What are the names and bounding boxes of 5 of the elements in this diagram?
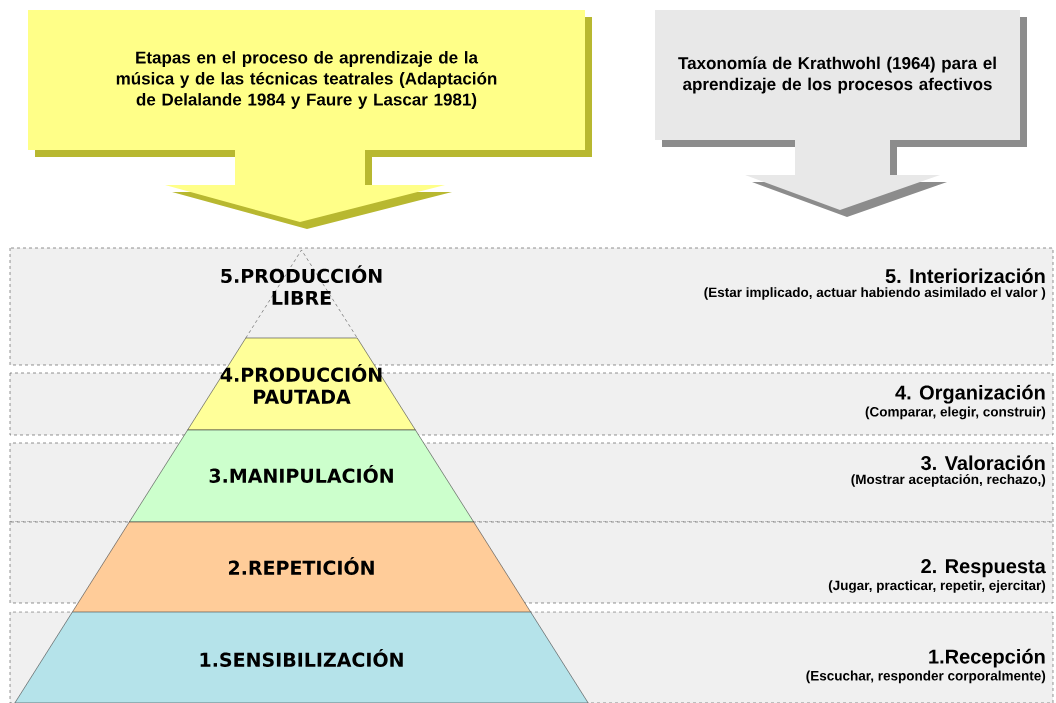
- pyramid-tier: 2.REPETICIÓN: [72, 521, 531, 613]
- pyramid-tier: 4.PRODUCCIÓN PAUTADA: [187, 337, 416, 431]
- pyramid-tier: 1.SENSIBILIZACIÓN: [14, 612, 589, 703]
- pyramid-tier: 3.MANIPULACIÓN: [129, 429, 474, 523]
- pyramid-tier: 5.PRODUCCIÓN LIBRE: [221, 249, 382, 339]
